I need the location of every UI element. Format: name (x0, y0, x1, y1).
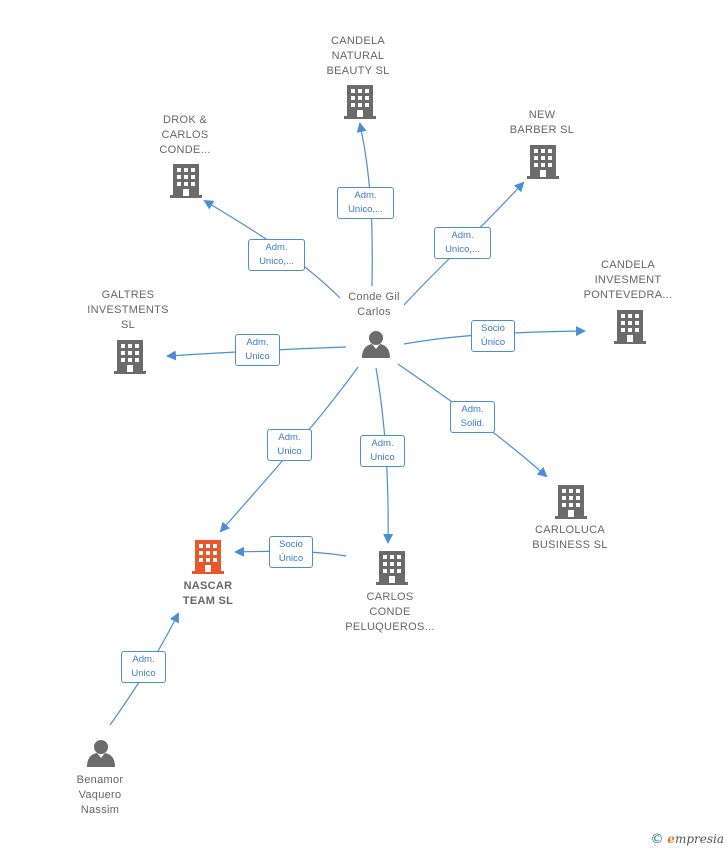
label-line: NATURAL (331, 50, 385, 62)
label-line: CANDELA (600, 259, 656, 271)
relation-line: Adm. (371, 438, 394, 449)
relation-line: Único (480, 337, 506, 348)
relation-badge-candela-invesment: Socio Único (471, 320, 515, 352)
building-icon[interactable] (555, 485, 587, 519)
company-label-candela-natural[interactable]: CANDELA NATURAL BEAUTY SL (318, 34, 398, 79)
label-line: DROK & (163, 114, 207, 126)
label-line: NASCAR (183, 580, 233, 592)
relation-line: Único (278, 553, 304, 564)
label-line: BUSINESS SL (532, 539, 608, 551)
label-line: PELUQUEROS... (345, 621, 435, 633)
label-line: PONTEVEDRA... (583, 289, 673, 301)
label-line: NEW (528, 109, 556, 121)
relation-line: Solid. (460, 418, 485, 429)
relation-badge-carlos-conde-nascar: Socio Único (269, 536, 313, 568)
label-line: Benamor (76, 774, 124, 786)
label-line: Conde Gil (348, 291, 400, 303)
relation-badge-carloluca: Adm. Solid. (450, 401, 495, 433)
relation-line: Adm. (354, 190, 377, 201)
company-label-new-barber[interactable]: NEW BARBER SL (500, 108, 584, 138)
copyright-icon: © (650, 832, 664, 847)
relation-line: Adm. (132, 654, 155, 665)
person-icon[interactable] (87, 740, 115, 767)
company-label-carlos-conde[interactable]: CARLOS CONDE PELUQUEROS... (340, 590, 440, 635)
label-line: Carlos (357, 306, 391, 318)
company-label-candela-invesment[interactable]: CANDELA INVESMENT PONTEVEDRA... (576, 258, 680, 303)
label-line: CANDELA (330, 35, 386, 47)
relation-line: Adm. (461, 404, 484, 415)
center-person-label[interactable]: Conde Gil Carlos (334, 290, 414, 320)
label-line: CARLOS (366, 591, 414, 603)
relation-line: Unico (277, 446, 302, 457)
relation-badge-benamor-nascar: Adm. Unico (121, 651, 166, 683)
brand-initial: e (667, 832, 675, 846)
relation-badge-carlos-conde: Adm. Unico (360, 435, 405, 467)
relation-badge-drok: Adm. Unico,... (248, 239, 305, 271)
label-line: INVESMENT (594, 274, 662, 286)
building-icon[interactable] (192, 540, 224, 574)
company-label-drok[interactable]: DROK & CARLOS CONDE... (145, 113, 225, 158)
building-icon[interactable] (614, 310, 646, 344)
label-line: TEAM SL (182, 595, 234, 607)
building-icon[interactable] (114, 340, 146, 374)
label-line: CONDE... (159, 144, 211, 156)
relation-badge-center-nascar: Adm. Unico (267, 429, 312, 461)
brand-logo[interactable]: © empresia (650, 832, 724, 847)
relation-line: Adm. (451, 230, 474, 241)
relation-line: Adm. (246, 337, 269, 348)
label-line: Vaquero (78, 789, 122, 801)
company-label-nascar[interactable]: NASCAR TEAM SL (166, 579, 250, 609)
label-line: GALTRES (101, 289, 155, 301)
label-line: BARBER SL (509, 124, 575, 136)
building-icon[interactable] (527, 145, 559, 179)
building-icon[interactable] (344, 85, 376, 119)
relation-line: Unico (245, 351, 270, 362)
label-line: CONDE (369, 606, 411, 618)
company-label-carloluca[interactable]: CARLOLUCA BUSINESS SL (524, 523, 616, 553)
relation-badge-galtres: Adm. Unico (235, 334, 280, 366)
relation-line: Socio (481, 323, 505, 334)
relation-badge-candela-natural: Adm. Unico,... (337, 187, 394, 219)
relation-line: Unico,... (259, 256, 294, 267)
label-line: SL (120, 319, 136, 331)
label-line: BEAUTY SL (326, 65, 390, 77)
label-line: INVESTMENTS (87, 304, 169, 316)
building-icon[interactable] (376, 551, 408, 585)
person-icon[interactable] (362, 331, 390, 358)
brand-name: mpresia (674, 832, 724, 846)
label-line: CARLOS (161, 129, 209, 141)
relation-line: Socio (279, 539, 303, 550)
relation-line: Adm. (278, 432, 301, 443)
relation-line: Unico,... (445, 244, 480, 255)
relation-line: Unico (131, 668, 156, 679)
relation-badge-new-barber: Adm. Unico,... (434, 227, 491, 259)
relation-line: Unico (370, 452, 395, 463)
company-label-galtres[interactable]: GALTRES INVESTMENTS SL (78, 288, 178, 333)
relation-line: Adm. (265, 242, 288, 253)
relation-line: Unico,... (348, 204, 383, 215)
person-label-benamor[interactable]: Benamor Vaquero Nassim (60, 773, 140, 818)
label-line: Nassim (80, 804, 120, 816)
label-line: CARLOLUCA (535, 524, 605, 536)
building-icon[interactable] (170, 164, 202, 198)
